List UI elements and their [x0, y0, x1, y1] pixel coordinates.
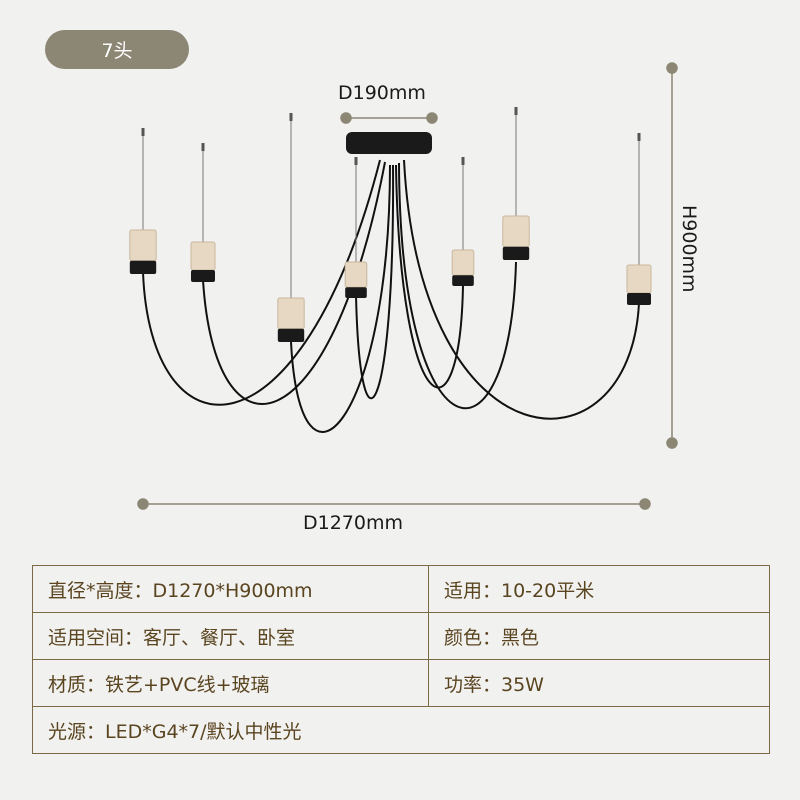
table-row: 适用空间：客厅、餐厅、卧室颜色：黑色 [32, 612, 770, 660]
spec-cell: 光源：LED*G4*7/默认中性光 [32, 706, 770, 754]
canopy-icon [346, 132, 432, 154]
spec-cell: 材质：铁艺+PVC线+玻璃 [32, 659, 429, 707]
lamps [129, 107, 652, 342]
canopy-dimension: D190mm [338, 82, 426, 104]
height-dimension: H900mm [678, 205, 700, 293]
spec-cell: 直径*高度：D1270*H900mm [32, 565, 429, 613]
spec-cell: 功率：35W [428, 659, 770, 707]
pendant-lamp-icon [502, 107, 530, 260]
pendant-lamp-icon [626, 133, 652, 305]
pendant-lamp-icon [129, 128, 157, 274]
pendant-lamp-icon [190, 143, 216, 282]
span-dimension: D1270mm [303, 512, 404, 534]
table-row: 光源：LED*G4*7/默认中性光 [32, 706, 770, 754]
pendant-lamp-icon [344, 157, 368, 298]
spec-cell: 适用：10-20平米 [428, 565, 770, 613]
spec-cell: 适用空间：客厅、餐厅、卧室 [32, 612, 429, 660]
arms [142, 159, 640, 433]
dimension-lines [137, 62, 678, 510]
spec-cell: 颜色：黑色 [428, 612, 770, 660]
pendant-lamp-icon [277, 113, 305, 342]
table-row: 材质：铁艺+PVC线+玻璃功率：35W [32, 659, 770, 707]
head-count-badge: 7头 [45, 30, 189, 69]
pendant-lamp-icon [451, 157, 475, 286]
